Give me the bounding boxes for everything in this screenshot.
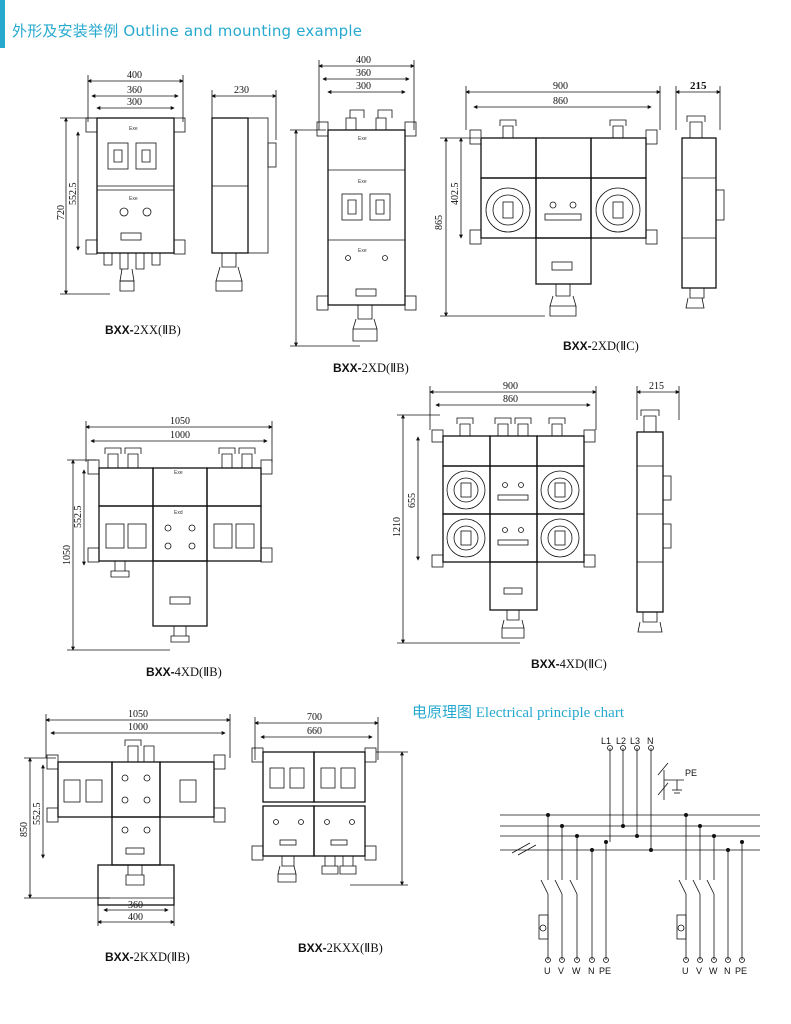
d5-dim-depth: 215 — [649, 381, 664, 392]
caption-bxx-2xx-iib: BXX-2XX(ⅡB) — [105, 323, 181, 337]
terminal-label-l3: L3 — [630, 736, 640, 746]
d4-dim-width-outer: 1050 — [170, 416, 190, 427]
d3-dim-depth: 215 — [690, 80, 707, 92]
out-left-u: U — [544, 966, 551, 976]
d1-dim-width-outer: 400 — [127, 70, 142, 81]
electrical-chart-title: 电原理图 Electrical principle chart — [412, 705, 624, 721]
d6-dim-base-inner: 360 — [128, 900, 143, 911]
caption-bxx-2xd-iic: BXX-2XD(ⅡC) — [563, 339, 639, 353]
diagram-bxx-2xd-iib — [290, 60, 417, 347]
bus-junction-dots — [546, 813, 744, 852]
d1-dim-height-inner: 552.5 — [68, 183, 79, 206]
d6-dim-height-inner: 552.5 — [32, 803, 43, 826]
d2-dim-width-inner: 300 — [356, 81, 371, 92]
d1-dim-width-mid: 360 — [127, 85, 142, 96]
d5-dim-height-inner: 655 — [407, 493, 418, 508]
terminal-label-l1: L1 — [601, 736, 611, 746]
out-left-n: N — [588, 966, 595, 976]
d6-dim-height-outer: 850 — [19, 822, 30, 837]
terminal-label-pe: PE — [685, 768, 697, 778]
d4-label-exe: Exe — [174, 470, 183, 476]
d4-dim-height-inner: 552.5 — [73, 506, 84, 529]
diagram-bxx-2kxx-iib — [251, 717, 408, 886]
out-left-pe: PE — [599, 966, 611, 976]
header-accent-bar — [0, 0, 5, 48]
d3-dim-width-outer: 900 — [553, 81, 568, 92]
d2-label-exe-mid: Exe — [358, 179, 367, 185]
caption-bxx-2xd-iib: BXX-2XD(ⅡB) — [333, 361, 409, 375]
d6-dim-base-outer: 400 — [128, 912, 143, 923]
d1-label-exe-top: Exe — [129, 126, 138, 132]
d2-dim-width-mid: 360 — [356, 68, 371, 79]
out-right-v: V — [696, 966, 702, 976]
diagram-bxx-2xx-iib — [60, 75, 277, 295]
d3-dim-height-outer: 865 — [434, 215, 445, 230]
d2-dim-width-outer: 400 — [356, 55, 371, 66]
d3-dim-height-inner: 402.5 — [450, 183, 461, 206]
d5-dim-width-inner: 860 — [503, 394, 518, 405]
caption-bxx-4xd-iib: BXX-4XD(ⅡB) — [146, 665, 222, 679]
out-left-v: V — [558, 966, 564, 976]
d4-dim-width-inner: 1000 — [170, 430, 190, 441]
out-right-u: U — [682, 966, 689, 976]
d7-dim-width-outer: 700 — [307, 712, 322, 723]
terminal-label-n: N — [647, 736, 654, 746]
d1-label-exe-bottom: Exe — [129, 196, 138, 202]
d1-dim-width-inner: 300 — [127, 97, 142, 108]
out-right-w: W — [709, 966, 718, 976]
diagram-bxx-2xd-iic — [440, 86, 725, 317]
caption-bxx-2kxd-iib: BXX-2KXD(ⅡB) — [105, 950, 190, 964]
d2-label-exe-top: Exe — [358, 136, 367, 142]
d4-dim-height-outer: 1050 — [62, 545, 73, 565]
page-title: 外形及安装举例 Outline and mounting example — [12, 22, 363, 40]
d5-dim-height-outer: 1210 — [392, 517, 403, 537]
out-right-pe: PE — [735, 966, 747, 976]
d7-dim-width-inner: 660 — [307, 726, 322, 737]
d1-dim-height-outer: 720 — [56, 205, 67, 220]
out-left-w: W — [572, 966, 581, 976]
d5-dim-width-outer: 900 — [503, 381, 518, 392]
d1-dim-depth: 230 — [234, 85, 249, 96]
caption-bxx-2kxx-iib: BXX-2KXX(ⅡB) — [298, 941, 383, 955]
d4-label-exd: Exd — [174, 510, 183, 516]
caption-bxx-4xd-iic: BXX-4XD(ⅡC) — [531, 657, 607, 671]
diagram-bxx-4xd-iib — [67, 421, 273, 651]
diagram-bxx-2kxd-iib — [24, 714, 231, 926]
electrical-principle-chart — [500, 745, 760, 963]
out-right-n: N — [724, 966, 731, 976]
terminal-label-l2: L2 — [616, 736, 626, 746]
d6-dim-width-outer: 1050 — [128, 709, 148, 720]
diagram-bxx-4xd-iic — [397, 386, 680, 644]
d3-dim-width-inner: 860 — [553, 96, 568, 107]
d6-dim-width-inner: 1000 — [128, 722, 148, 733]
d2-label-exe-bottom: Exe — [358, 248, 367, 254]
